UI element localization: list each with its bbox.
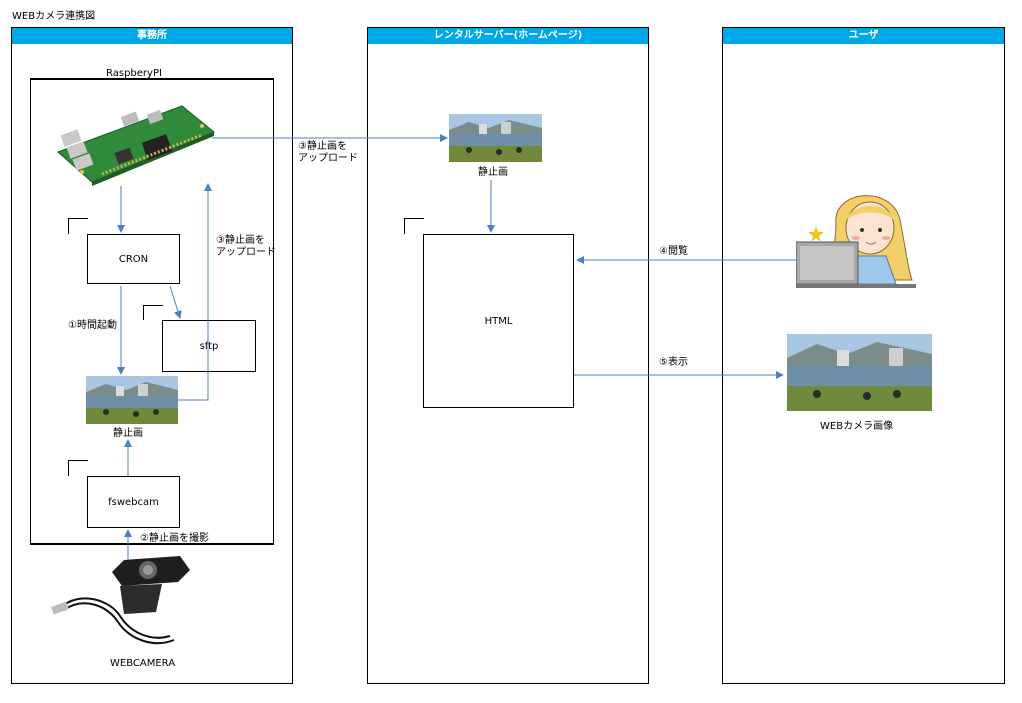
html-label: HTML (484, 315, 513, 327)
office-still-photo (86, 376, 178, 424)
step3-label-line2: アップロード (216, 247, 276, 258)
office-still-label: 静止画 (113, 428, 143, 439)
sftp-label: sftp (199, 340, 219, 352)
step1-label: ①時間起動 (68, 320, 117, 331)
user-webcam-photo (787, 334, 932, 411)
upload-label-line1: ③静止画を (298, 141, 347, 152)
user-laptop-icon (795, 180, 920, 290)
lane-server-header: レンタルサーバー(ホームページ) (368, 28, 648, 44)
cron-label: CRON (118, 253, 149, 265)
fswebcam-tab (68, 460, 88, 476)
display-label: ⑤表示 (659, 357, 688, 368)
view-label: ④閲覧 (659, 246, 688, 257)
lane-user: ユーザ (722, 27, 1005, 684)
upload-label-line2: アップロード (298, 153, 358, 164)
cron-box: CRON (87, 234, 180, 284)
user-webcam-image-label: WEBカメラ画像 (820, 421, 894, 432)
html-box: HTML (423, 234, 574, 408)
sftp-box: sftp (162, 320, 256, 372)
fswebcam-label: fswebcam (108, 496, 159, 508)
html-tab (404, 218, 424, 234)
lane-office-header: 事務所 (12, 28, 292, 44)
raspberry-label: RaspberyPI (106, 68, 162, 79)
cron-tab (68, 218, 88, 234)
raspberry-container (30, 78, 274, 545)
step3-label-line1: ③静止画を (216, 235, 265, 246)
webcam-icon (50, 550, 200, 655)
lane-user-header: ユーザ (723, 28, 1004, 44)
diagram-title: WEBカメラ連携図 (12, 11, 96, 22)
raspberry-board-icon (52, 102, 218, 186)
fswebcam-box: fswebcam (87, 476, 180, 528)
server-still-label: 静止画 (478, 167, 508, 178)
server-still-photo (449, 114, 542, 162)
sftp-tab (143, 305, 163, 320)
step2-label: ②静止画を撮影 (140, 533, 209, 544)
webcamera-label: WEBCAMERA (110, 658, 176, 669)
